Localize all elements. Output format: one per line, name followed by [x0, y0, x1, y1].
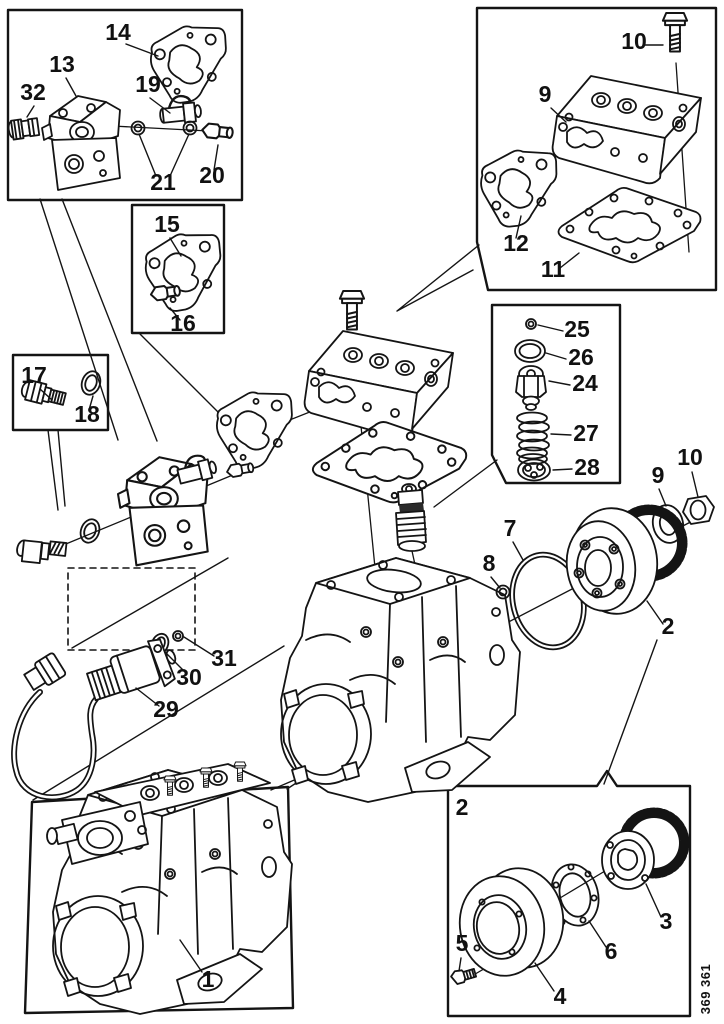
solenoid-body [86, 638, 177, 702]
part-21-o-rings [130, 120, 198, 136]
part-10-nut [682, 495, 715, 525]
callout-18: 18 [74, 401, 100, 427]
pump-complete-group [46, 761, 293, 1015]
part-pump-housing-center [280, 557, 521, 803]
drive-group [495, 495, 715, 651]
part-2-drive-hub-assembled [565, 504, 688, 615]
callout-labels: 14 13 19 32 21 20 15 16 10 9 12 11 17 18… [20, 19, 713, 1014]
callout-21: 21 [150, 169, 176, 195]
detail-group-drive-gear [450, 807, 690, 985]
part-20-plug [200, 121, 235, 141]
callout-25: 25 [564, 316, 590, 342]
detail-box-head [475, 6, 718, 292]
part-26-o-ring [514, 339, 546, 363]
part-32-union-fitting [7, 117, 41, 141]
fitting-assembled [16, 539, 68, 565]
part-13-valve-block [41, 95, 121, 191]
callout-2-box: 2 [456, 794, 469, 820]
part-12-gasket [474, 143, 561, 234]
part-3-gear [601, 807, 690, 890]
part-28-valve-seat [517, 458, 551, 482]
part-12-gasket-center [211, 386, 295, 474]
detail-group-valve-block [7, 20, 235, 191]
part-4-vibration-damper [458, 867, 565, 977]
callout-10-head: 10 [621, 28, 647, 54]
callout-14: 14 [105, 19, 131, 45]
callout-2-hub: 2 [662, 613, 675, 639]
left-valve-assembly [11, 454, 256, 801]
part-29-solenoid-valve [11, 638, 177, 801]
callout-29: 29 [153, 696, 179, 722]
part-25-seal-ring [525, 318, 537, 330]
label-leader-lines [26, 43, 699, 992]
callout-26: 26 [568, 344, 594, 370]
callout-28: 28 [574, 454, 600, 480]
o-ring-assembled [76, 515, 104, 547]
callout-17: 17 [21, 362, 47, 388]
callout-1: 1 [202, 966, 215, 992]
part-31-seal-ring [172, 630, 184, 642]
callout-12: 12 [503, 230, 529, 256]
callout-11: 11 [541, 256, 566, 282]
detail-group-gasket-plug [141, 229, 223, 315]
detail-box-drive-gear [446, 769, 692, 1018]
part-18-o-ring [77, 367, 105, 399]
dashed-box-solenoid-position [67, 567, 196, 651]
callout-13: 13 [49, 51, 75, 77]
callout-4: 4 [554, 983, 567, 1009]
callout-20: 20 [199, 162, 225, 188]
detail-group-valve-kit [514, 318, 551, 482]
plug-assembled [225, 460, 256, 479]
detail-leader-lines [32, 198, 658, 801]
callout-31: 31 [211, 645, 237, 671]
part-9-washer [651, 504, 685, 544]
cable-connector [23, 652, 67, 691]
part-17-valve-fitting [20, 379, 67, 406]
part-10-bolt [661, 12, 689, 53]
callout-30: 30 [176, 664, 202, 690]
detail-box-gasket-plug [130, 203, 226, 335]
callout-16: 16 [170, 310, 196, 336]
callout-24: 24 [572, 370, 598, 396]
valve-assembled [176, 454, 217, 485]
part-11-flat-gasket [557, 186, 702, 264]
detail-group-fitting [20, 367, 105, 406]
callout-9-head: 9 [539, 81, 552, 107]
part-1-head-and-valves [46, 761, 271, 865]
callout-6: 6 [605, 938, 618, 964]
callout-7: 7 [504, 515, 517, 541]
figure-reference-number: 369 361 [698, 964, 713, 1015]
callout-3: 3 [660, 908, 673, 934]
callout-10-nut: 10 [677, 444, 703, 470]
part-10-bolt-center [338, 290, 366, 331]
part-27-spring [516, 411, 550, 465]
callout-19: 19 [135, 71, 161, 97]
part-9-cylinder-head [551, 75, 702, 185]
callout-5: 5 [456, 930, 469, 956]
callout-15: 15 [154, 211, 180, 237]
detail-box-valve-group [6, 8, 244, 202]
part-19-overflow-valve [159, 94, 202, 124]
part-15-gasket [141, 229, 223, 315]
central-assembly [211, 290, 521, 803]
detail-box-valve-kit [490, 303, 622, 485]
plunger-valve-assembled [395, 483, 427, 552]
part-5-bolt [450, 968, 477, 985]
callout-9-washer: 9 [652, 462, 665, 488]
callout-8: 8 [483, 550, 496, 576]
detail-group-head [474, 12, 702, 264]
callout-32: 32 [20, 79, 46, 105]
callout-27: 27 [573, 420, 599, 446]
part-11-flat-gasket-center [311, 421, 468, 504]
detail-box-fitting [11, 353, 110, 432]
part-24-pressure-valve [515, 365, 547, 411]
